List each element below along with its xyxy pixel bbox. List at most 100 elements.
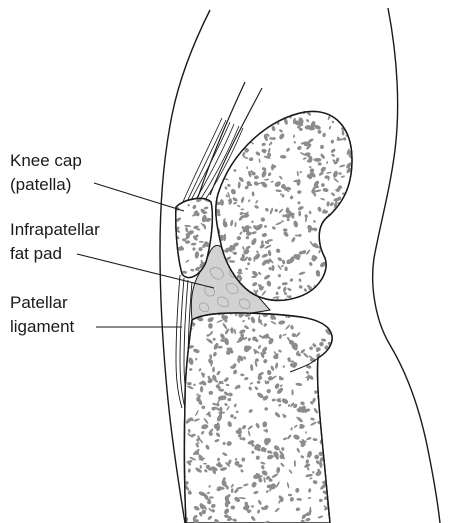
label-fat-pad: fat pad: [10, 243, 62, 264]
label-infrapatellar: Infrapatellar: [10, 219, 100, 240]
bone-speckle: [338, 235, 342, 240]
bone-speckle: [333, 325, 338, 330]
leg-outline-back: [373, 8, 440, 523]
bone-speckle: [281, 108, 287, 115]
bone-speckle: [343, 205, 347, 210]
bone-speckle: [326, 290, 330, 297]
leader-line-patella: [94, 183, 184, 211]
bone-speckle: [265, 122, 270, 124]
bone-speckle: [343, 291, 346, 297]
bone-speckle: [339, 211, 345, 217]
bone-speckle: [252, 124, 256, 132]
bone-speckle: [350, 213, 355, 217]
bone-speckle: [328, 494, 334, 500]
bone-speckle: [212, 193, 217, 197]
bone-speckle: [353, 241, 356, 247]
bone-speckle: [343, 228, 346, 236]
bone-speckle: [331, 268, 336, 273]
bone-speckle: [318, 296, 324, 302]
bone-speckle: [322, 363, 326, 367]
bone-speckle: [321, 293, 327, 299]
bone-speckle: [322, 366, 327, 372]
bone-speckle: [341, 208, 345, 215]
bone-speckle: [327, 454, 330, 459]
bone-speckle: [216, 109, 222, 117]
bone-speckle: [323, 106, 330, 112]
bone-speckle: [285, 110, 289, 115]
bone-speckle: [312, 291, 317, 297]
bone-speckle: [254, 128, 257, 132]
bone-speckle: [331, 262, 336, 268]
bone-speckle: [338, 248, 343, 253]
bone-speckle: [338, 246, 341, 249]
bone-speckle: [247, 126, 253, 133]
bone-speckle: [305, 106, 308, 109]
bone-speckle: [351, 187, 359, 193]
bone-speckle: [320, 387, 327, 396]
bone-speckle: [290, 108, 295, 113]
bone-speckle: [325, 287, 331, 293]
bone-speckle: [254, 118, 260, 125]
bone-speckle: [333, 426, 341, 432]
bone-speckle: [334, 294, 339, 299]
bone-speckle: [351, 109, 357, 117]
bone-speckle: [335, 361, 339, 365]
bone-speckle: [331, 491, 338, 497]
bone-speckle: [342, 109, 350, 117]
bone-speckle: [276, 104, 281, 109]
bone-speckle: [346, 122, 351, 125]
bone-speckle: [335, 263, 338, 265]
bone-speckle: [319, 388, 324, 393]
bone-speckle: [344, 203, 350, 210]
bone-speckle: [352, 233, 357, 238]
bone-speckle: [348, 284, 354, 292]
bone-speckle: [333, 519, 339, 523]
bone-speckle: [329, 224, 334, 231]
bone-speckle: [348, 124, 353, 129]
bone-speckle: [330, 401, 338, 409]
bone-speckle: [322, 422, 328, 425]
bone-speckle: [352, 266, 357, 272]
bone-speckle: [334, 440, 338, 444]
bone-speckle: [298, 300, 303, 302]
bone-speckle: [325, 248, 333, 254]
bone-speckle: [258, 109, 263, 114]
bone-speckle: [326, 355, 333, 362]
bone-speckle: [323, 226, 331, 233]
bone-speckle: [332, 306, 339, 313]
bone-speckle: [325, 430, 330, 435]
bone-speckle: [258, 113, 263, 116]
bone-speckle: [257, 114, 261, 120]
bone-speckle: [336, 265, 341, 270]
bone-speckle: [313, 107, 317, 111]
bone-speckle: [346, 261, 351, 265]
bone-speckle: [324, 242, 329, 247]
bone-speckle: [334, 427, 336, 431]
bone-speckle: [350, 139, 355, 144]
bone-speckle: [235, 112, 243, 119]
bone-speckle: [215, 109, 222, 116]
bone-speckle: [332, 251, 338, 256]
bone-speckle: [332, 436, 339, 443]
bone-speckle: [259, 125, 265, 128]
bone-speckle: [212, 238, 216, 243]
label-knee-cap: Knee cap: [10, 150, 82, 171]
bone-speckle: [348, 259, 354, 266]
bone-speckle: [280, 193, 282, 195]
bone-speckle: [344, 253, 349, 258]
bone-speckle: [322, 284, 327, 288]
bone-speckle: [341, 261, 345, 265]
bone-speckle: [320, 232, 323, 236]
bone-speckle: [326, 312, 330, 316]
bone-speckle: [237, 137, 241, 144]
bone-speckle: [249, 123, 252, 127]
bone-speckle: [340, 209, 348, 216]
bone-speckle: [275, 107, 279, 111]
bone-speckle: [330, 385, 333, 391]
bone-speckle: [276, 106, 284, 114]
bone-speckle: [351, 227, 355, 230]
bone-speckle: [353, 192, 357, 199]
bone-speckle: [333, 458, 339, 462]
bone-speckle: [351, 105, 354, 109]
